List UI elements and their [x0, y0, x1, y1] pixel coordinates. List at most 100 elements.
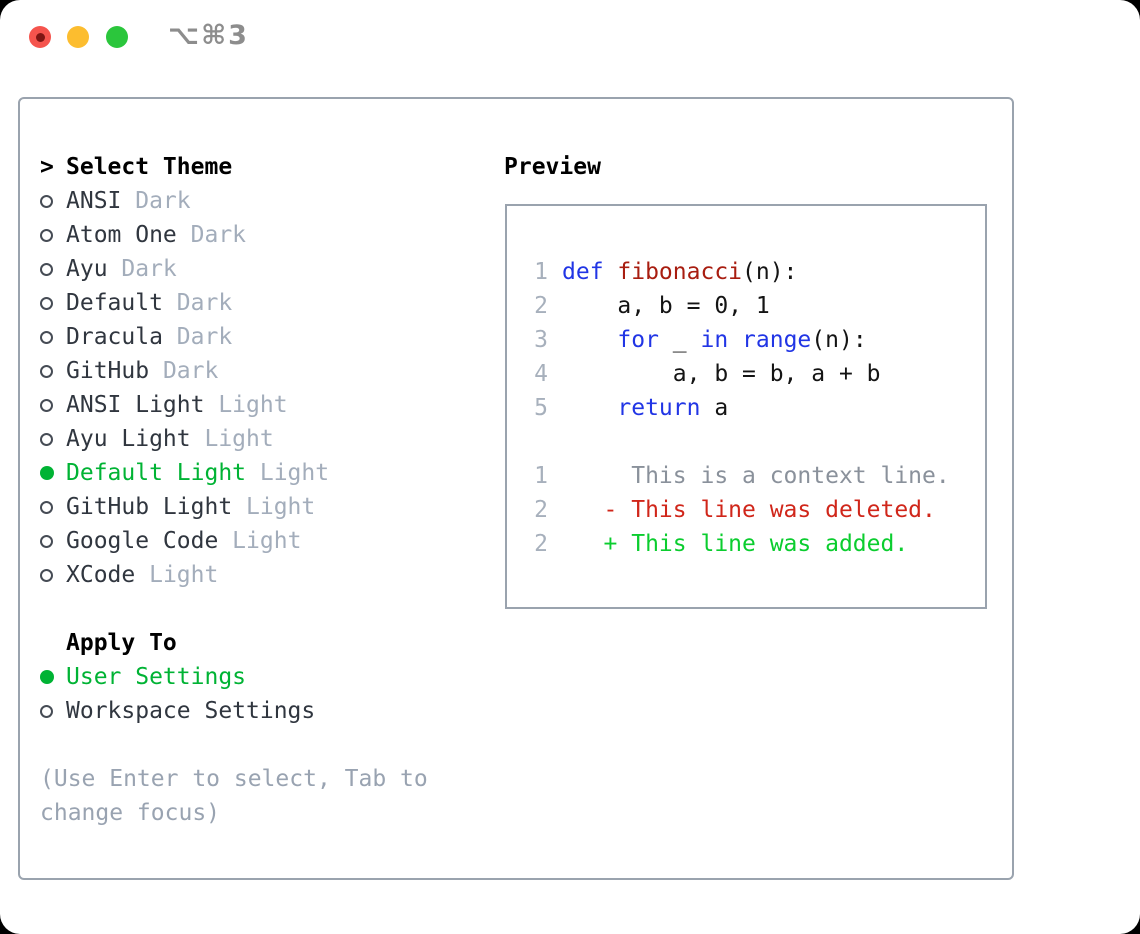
radio-marker: [40, 330, 66, 344]
code-token: (n):: [742, 259, 798, 285]
preview-header-row: Preview: [504, 150, 601, 184]
radio-marker: [40, 568, 66, 582]
line-number: 2: [534, 531, 548, 557]
item-label: GitHub: [66, 358, 150, 384]
radio-marker: [40, 534, 66, 548]
code-token: a: [700, 395, 729, 421]
theme-list-title: Select Theme: [66, 154, 233, 180]
item-label: GitHub Light: [66, 494, 233, 520]
item-variant-label: Light: [135, 562, 219, 588]
radio-marker: [40, 432, 66, 446]
item-label: Workspace Settings: [66, 698, 316, 724]
code-token: - This line was deleted.: [562, 497, 936, 523]
radio-icon: [40, 432, 53, 446]
theme-item-ayu-dark[interactable]: Ayu Dark: [40, 252, 490, 286]
code-line: 4 a, b = b, a + b: [534, 357, 985, 391]
line-number: 1: [534, 463, 548, 489]
theme-item-github-dark[interactable]: GitHub Dark: [40, 354, 490, 388]
radio-marker: [40, 704, 66, 718]
code-line: 2 - This line was deleted.: [534, 493, 985, 527]
radio-marker: [40, 670, 66, 684]
item-label: Default: [66, 290, 163, 316]
code-token: [562, 395, 617, 421]
radio-icon: [40, 398, 53, 412]
theme-item-ansi-dark[interactable]: ANSI Dark: [40, 184, 490, 218]
theme-item-google-code-light[interactable]: Google Code Light: [40, 524, 490, 558]
code-line: 5 return a: [534, 391, 985, 425]
radio-icon: [40, 704, 53, 718]
radio-marker: [40, 262, 66, 276]
line-number: 5: [534, 395, 548, 421]
item-variant-label: Light: [232, 494, 316, 520]
spacer: [40, 592, 490, 626]
apply-to-header-row: Apply To: [40, 626, 490, 660]
radio-icon: [40, 330, 53, 344]
code-token: (n):: [811, 327, 867, 353]
line-number: 2: [534, 497, 548, 523]
item-label: Atom One: [66, 222, 177, 248]
prompt-caret: >: [40, 154, 54, 180]
theme-item-default-dark[interactable]: Default Dark: [40, 286, 490, 320]
theme-item-atom-one-dark[interactable]: Atom One Dark: [40, 218, 490, 252]
radio-icon: [40, 568, 53, 582]
code-token: range: [742, 327, 812, 353]
theme-item-github-light-light[interactable]: GitHub Light Light: [40, 490, 490, 524]
code-token: for: [617, 327, 659, 353]
item-variant-label: Light: [190, 426, 274, 452]
apply-option-user-settings[interactable]: User Settings: [40, 660, 490, 694]
theme-item-ayu-light-light[interactable]: Ayu Light Light: [40, 422, 490, 456]
code-token: [728, 327, 742, 353]
radio-icon: [40, 296, 53, 310]
radio-icon: [40, 364, 53, 378]
line-number: 1: [534, 259, 548, 285]
hint-line: change focus): [40, 800, 221, 826]
item-label: Default Light: [66, 460, 247, 486]
item-variant-label: Light: [246, 460, 330, 486]
code-token: a, b = b, a + b: [562, 361, 881, 387]
code-token: def: [562, 259, 618, 285]
code-token: return: [617, 395, 701, 421]
radio-selected-icon: [40, 466, 54, 480]
apply-option-workspace-settings[interactable]: Workspace Settings: [40, 694, 490, 728]
item-label: Ayu Light: [66, 426, 191, 452]
item-variant-label: Dark: [162, 290, 233, 316]
radio-marker: [40, 500, 66, 514]
theme-item-xcode-light[interactable]: XCode Light: [40, 558, 490, 592]
minimize-button[interactable]: [67, 26, 89, 48]
spacer: [40, 728, 490, 762]
item-label: XCode: [66, 562, 136, 588]
item-label: Dracula: [66, 324, 163, 350]
code-line: 3 for _ in range(n):: [534, 323, 985, 357]
apply-to-title: Apply To: [66, 630, 177, 656]
close-button[interactable]: [29, 26, 51, 48]
theme-list-header-row: > Select Theme: [40, 150, 490, 184]
theme-item-default-light-light[interactable]: Default Light Light: [40, 456, 490, 490]
theme-item-dracula-dark[interactable]: Dracula Dark: [40, 320, 490, 354]
item-variant-label: Light: [218, 528, 302, 554]
theme-item-ansi-light-light[interactable]: ANSI Light Light: [40, 388, 490, 422]
code-token: in: [700, 327, 729, 353]
item-label: ANSI Light: [66, 392, 205, 418]
item-variant-label: Dark: [107, 256, 177, 282]
radio-icon: [40, 228, 53, 242]
code-line: 2 a, b = 0, 1: [534, 289, 985, 323]
code-token: a, b = 0, 1: [562, 293, 770, 319]
code-token: _: [658, 327, 701, 353]
radio-marker: [40, 364, 66, 378]
radio-selected-icon: [40, 670, 54, 684]
radio-icon: [40, 534, 53, 548]
window-title: ⌥⌘3: [168, 20, 249, 51]
item-variant-label: Light: [204, 392, 288, 418]
code-token: + This line was added.: [562, 531, 909, 557]
code-token: This is a context line.: [562, 463, 950, 489]
code-line: 2 + This line was added.: [534, 527, 985, 561]
zoom-button[interactable]: [106, 26, 128, 48]
item-variant-label: Dark: [149, 358, 219, 384]
radio-marker: [40, 228, 66, 242]
